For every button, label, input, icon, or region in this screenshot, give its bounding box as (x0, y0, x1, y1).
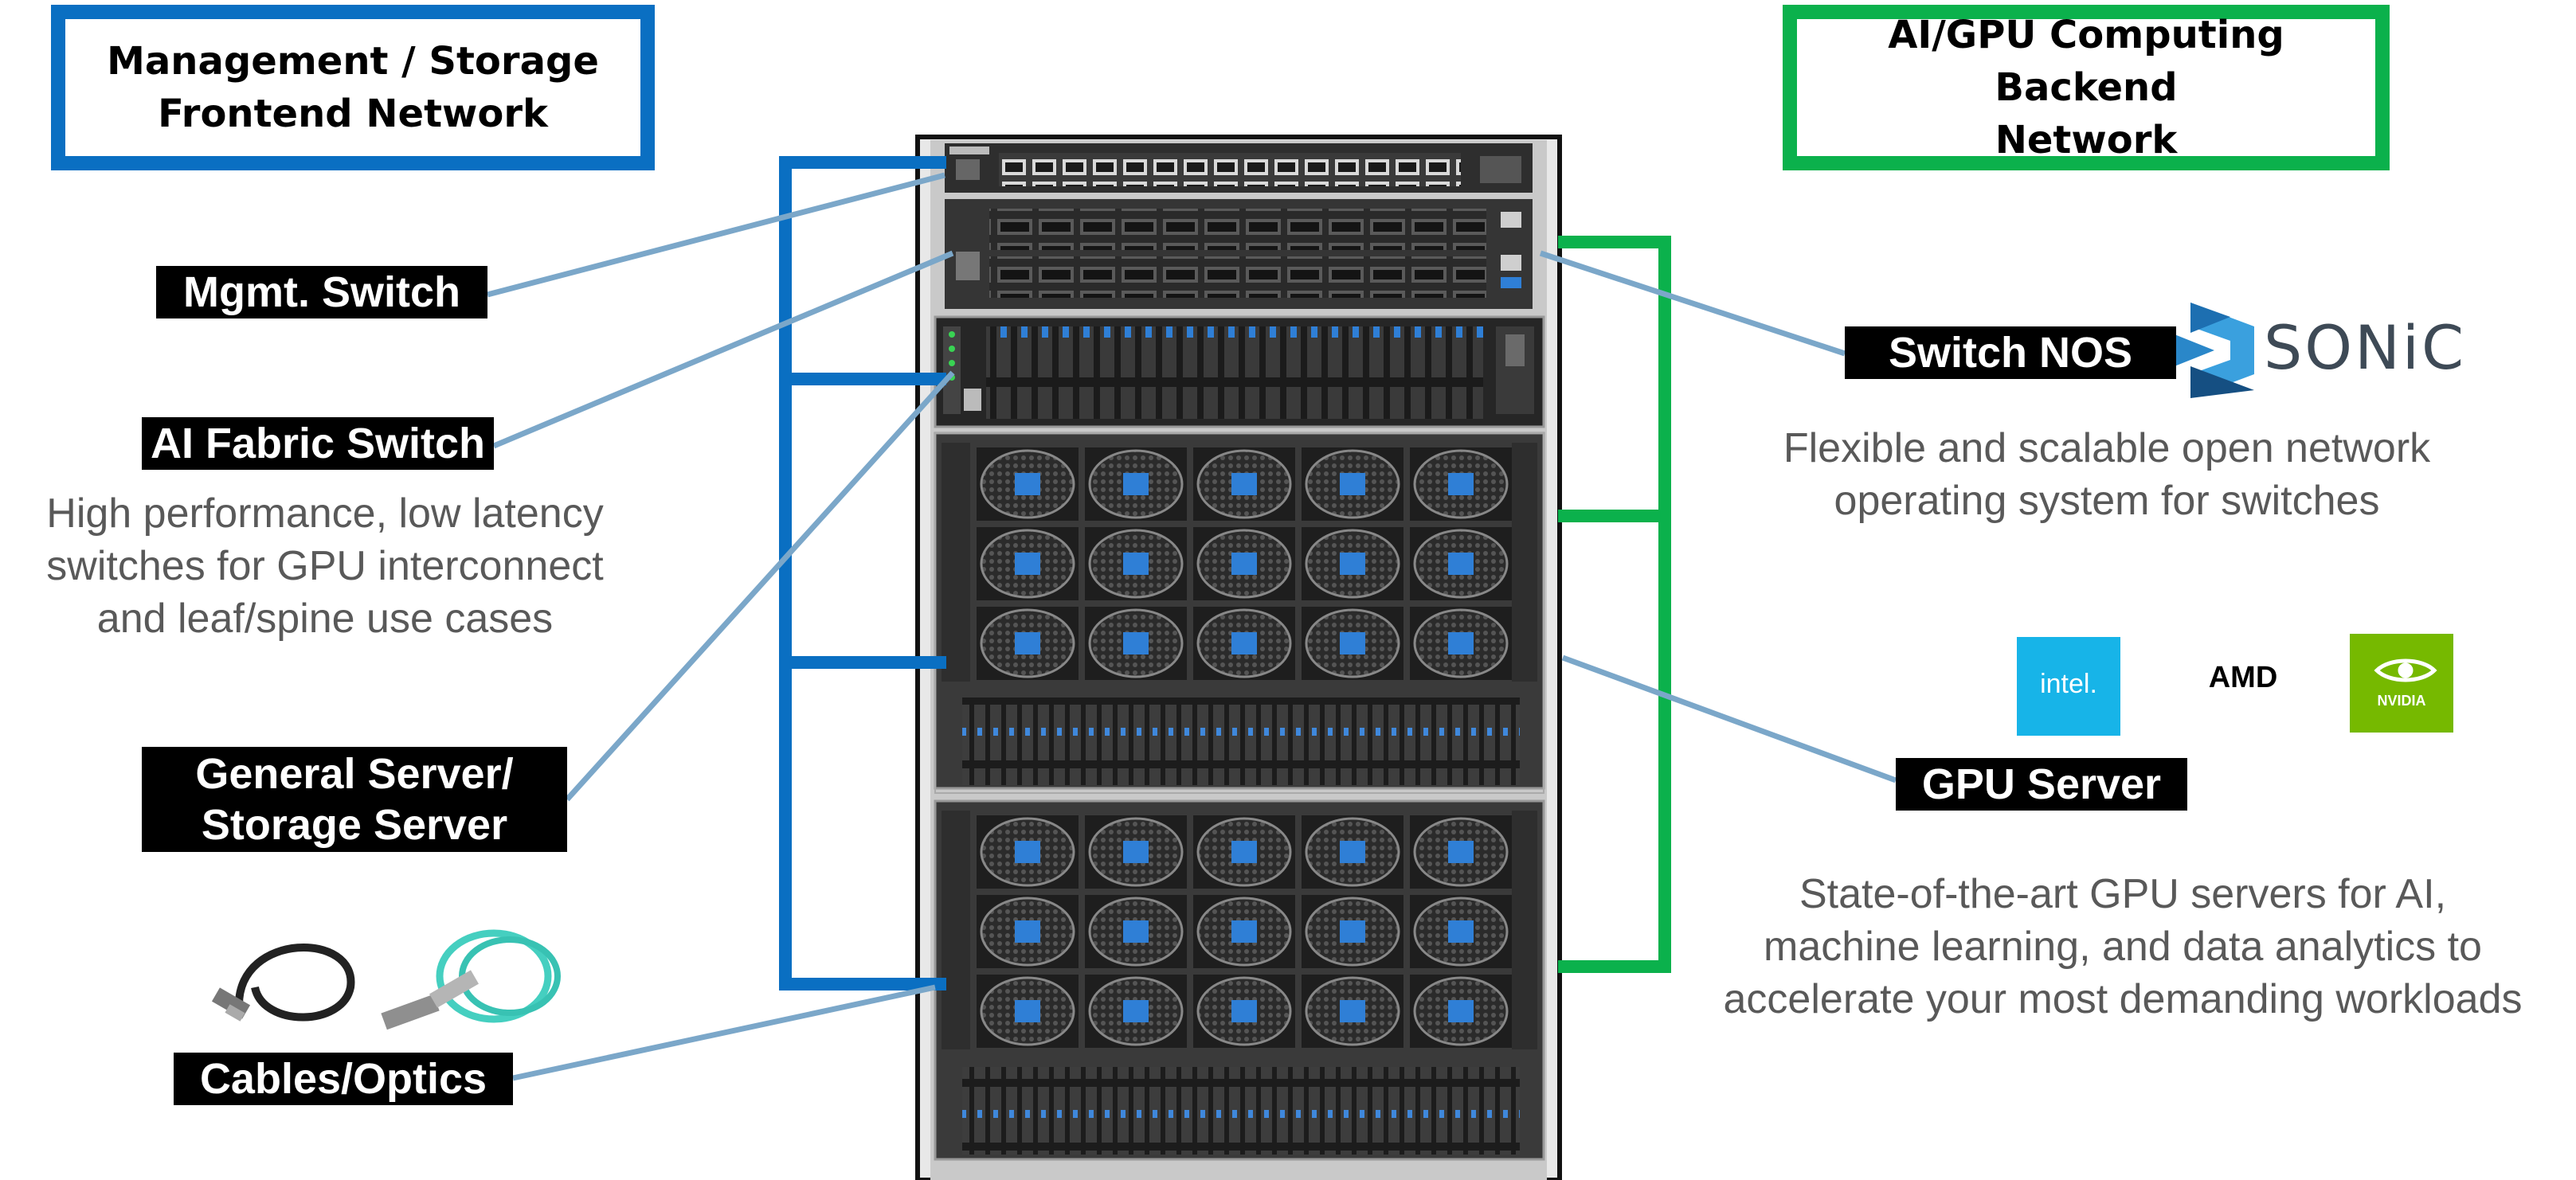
fan-handle (1448, 473, 1474, 495)
cables-optics-image (211, 929, 561, 1030)
fan-handle (1448, 841, 1474, 863)
intel-logo-box (2017, 637, 2120, 736)
cables-optics-label: Cables/Optics (174, 1053, 513, 1105)
callout-line-ai-fabric (492, 250, 954, 449)
mgmt-switch-label: Mgmt. Switch (156, 266, 487, 318)
fan-handle (1015, 1000, 1040, 1022)
ai-fabric-switch-description: High performance, low latency switches f… (46, 490, 604, 642)
frontend-network-title: Management / Storage Frontend Network (107, 39, 599, 136)
fan-handle (1231, 920, 1257, 943)
callout-lines (487, 172, 1897, 1081)
ai-fabric-switch-unit (945, 199, 1533, 309)
fan-handle (1015, 632, 1040, 654)
fan-handle (1340, 920, 1365, 943)
fan-handle (1231, 1000, 1257, 1022)
switch-nos-label: Switch NOS (1845, 326, 2176, 379)
frontend-network-bracket (779, 156, 946, 990)
fan-handle (1231, 473, 1257, 495)
gpu-server-label: GPU Server (1896, 758, 2187, 811)
fan-handle (1123, 1000, 1149, 1022)
fan-handle (1448, 553, 1474, 575)
fan-handle (1123, 553, 1149, 575)
sonic-logo-text: SONiC (2264, 312, 2467, 383)
frontend-network-box: Management / Storage Frontend Network (51, 5, 655, 170)
fan-handle (1015, 841, 1040, 863)
callout-line-general-server (565, 370, 955, 802)
gpu-server-unit-1 (934, 432, 1545, 794)
fan-handle (1015, 920, 1040, 943)
gpu-server-description: State-of-the-art GPU servers for AI, mac… (1723, 871, 2523, 1022)
mgmt-switch-unit (945, 143, 1533, 193)
fan-handle (1340, 473, 1365, 495)
fan-handle (1448, 632, 1474, 654)
ai-fabric-switch-label: AI Fabric Switch (142, 417, 494, 470)
gpu-server-unit-2 (934, 799, 1545, 1161)
fan-handle (1340, 1000, 1365, 1022)
fan-handle (1123, 920, 1149, 943)
fan-handle (1123, 841, 1149, 863)
callout-line-gpu-server (1561, 654, 1897, 783)
callout-line-mgmt (487, 172, 945, 298)
nvidia-eye-icon (2374, 658, 2437, 682)
switch-nos-description: Flexible and scalable open network opera… (1783, 425, 2431, 524)
general-server-label: General Server/ Storage Server (142, 747, 567, 852)
fan-handle (1123, 632, 1149, 654)
backend-network-bracket (1558, 236, 1671, 973)
nvidia-logo-text: NVIDIA (2377, 693, 2426, 709)
backend-network-box: AI/GPU Computing Backend Network (1783, 5, 2390, 170)
fan-handle (1123, 473, 1149, 495)
general-server-unit (934, 315, 1545, 428)
fan-handle (1448, 920, 1474, 943)
sonic-logo-mark (2175, 303, 2254, 398)
callout-line-cables (512, 984, 936, 1081)
fan-handle (1448, 1000, 1474, 1022)
fan-handle (1231, 632, 1257, 654)
fan-handle (1015, 553, 1040, 575)
fan-handle (1231, 841, 1257, 863)
callout-line-switch-nos (1539, 250, 1846, 357)
fan-handle (1340, 632, 1365, 654)
fan-handle (1231, 553, 1257, 575)
backend-network-title: AI/GPU Computing Backend Network (1888, 13, 2284, 162)
amd-logo-text: AMD (2208, 661, 2278, 694)
fan-handle (1340, 553, 1365, 575)
fan-handle (1015, 473, 1040, 495)
fan-handle (1340, 841, 1365, 863)
nvidia-logo-box (2350, 634, 2453, 733)
intel-logo-text: intel. (2040, 669, 2097, 699)
